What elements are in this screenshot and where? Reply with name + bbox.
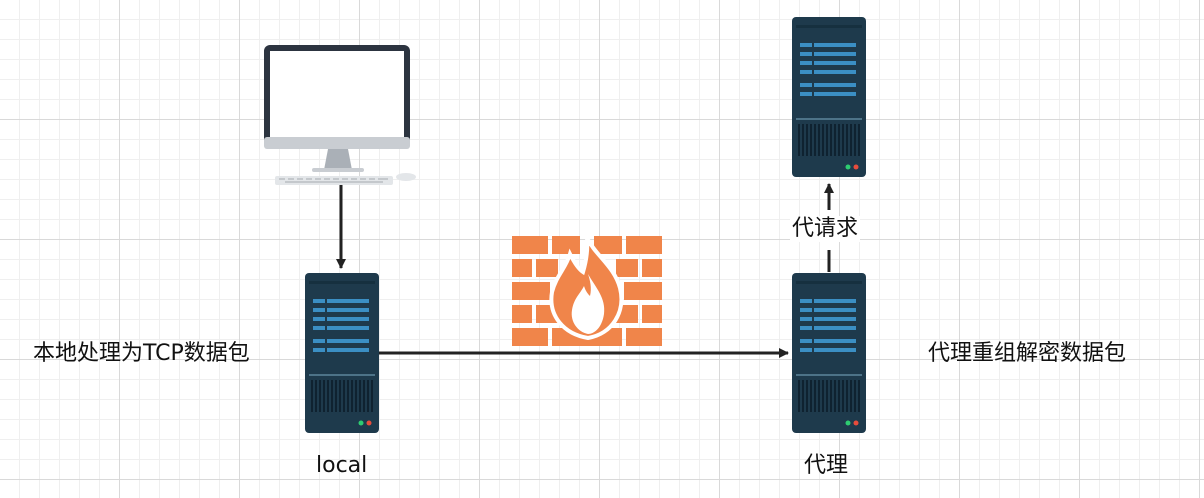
local-server-label: local [316,453,368,478]
local-processing-annotation: 本地处理为TCP数据包 [33,341,250,366]
desktop-computer-icon [264,45,416,185]
firewall-icon [512,236,662,346]
remote-server-icon [792,17,866,177]
local-server-icon [305,273,379,433]
proxy-server-icon [792,273,866,433]
proxy-server-label: 代理 [804,453,849,478]
proxy-request-edge-label: 代请求 [790,216,861,242]
proxy-processing-annotation: 代理重组解密数据包 [928,341,1127,366]
